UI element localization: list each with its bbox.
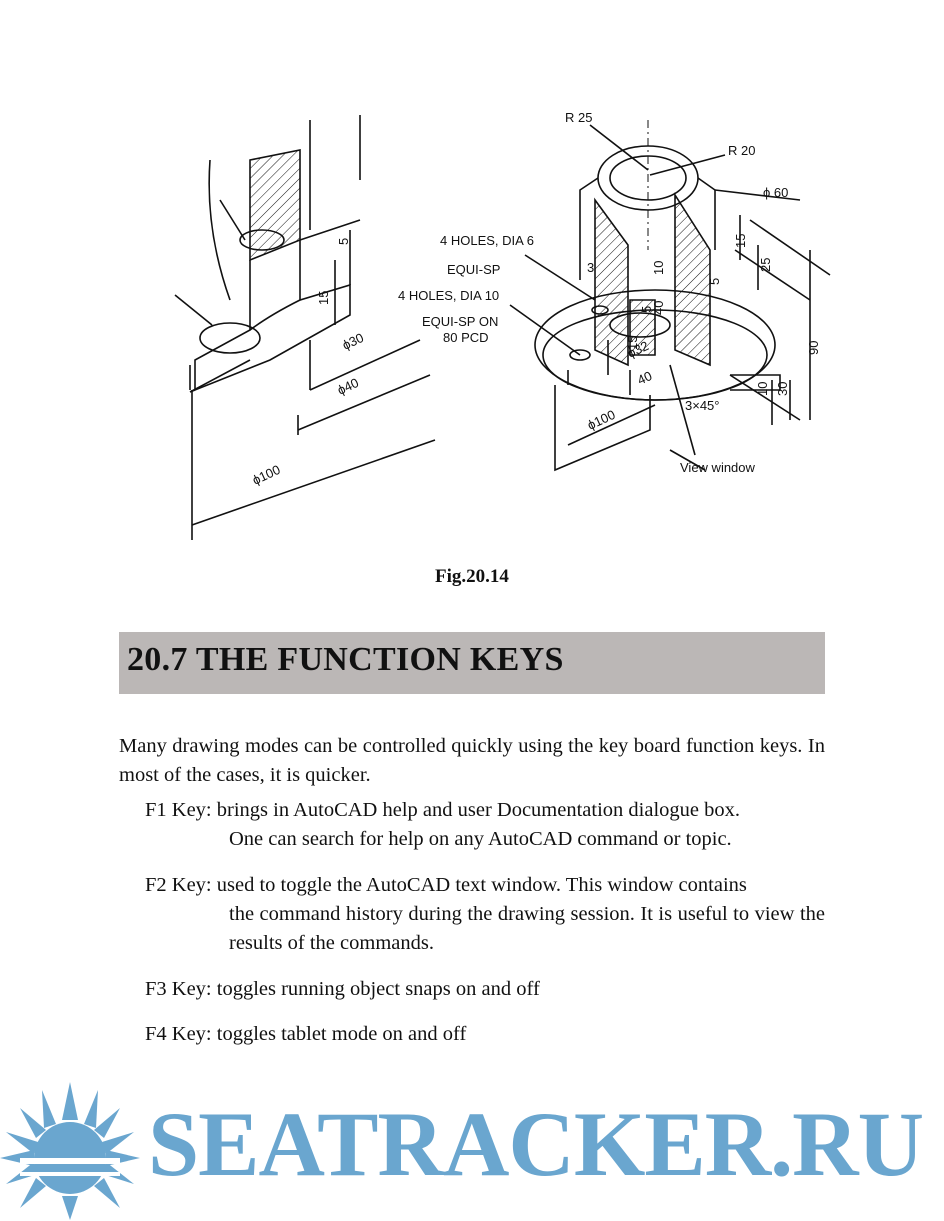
label-r25: R 25 <box>565 110 592 125</box>
label-equisp-on: EQUI-SP ON <box>422 314 498 329</box>
f2-key-desc-rest: the command history during the drawing s… <box>229 903 825 954</box>
f2-key-entry: F2 Key: used to toggle the AutoCAD text … <box>145 871 825 958</box>
left-dim-5: 5 <box>336 238 351 245</box>
left-dim-phi40: ϕ40 <box>335 375 361 398</box>
dim-5b: 5 <box>707 278 722 285</box>
f4-key-desc: toggles tablet mode on and off <box>216 1023 467 1045</box>
f2-key-desc-line1: used to toggle the AutoCAD text window. … <box>216 874 747 896</box>
left-dim-phi30: ϕ30 <box>340 330 366 353</box>
right-view-drawing <box>509 120 831 472</box>
label-view-window: View window <box>680 460 756 475</box>
left-dim-phi100: ϕ100 <box>250 462 283 488</box>
figure-caption: Fig.20.14 <box>435 566 509 587</box>
dim-90: 90 <box>806 341 821 355</box>
section-header-bar: 20.7 THE FUNCTION KEYS <box>119 632 825 694</box>
watermark-sun-logo <box>0 1082 140 1220</box>
f1-key-desc-rest: One can search for help on any AutoCAD c… <box>229 828 732 850</box>
dim-15a: 15 <box>625 336 640 350</box>
dim-10b: 10 <box>755 382 770 396</box>
dim-25: 25 <box>758 258 773 272</box>
label-holes6: 4 HOLES, DIA 6 <box>440 233 534 248</box>
watermark-text: SEATRACKER.RU <box>148 1093 924 1195</box>
f3-key-desc: toggles running object snaps on and off <box>216 978 540 1000</box>
dim-10a: 10 <box>651 261 666 275</box>
f4-key-label: F4 Key: <box>145 1023 212 1045</box>
dim-40b: 40 <box>635 368 654 388</box>
f1-key-desc-line1: brings in AutoCAD help and user Document… <box>216 799 740 821</box>
label-r20: R 20 <box>728 143 755 158</box>
dim-3: 3 <box>587 260 594 275</box>
f3-key-label: F3 Key: <box>145 978 212 1000</box>
dim-30: 30 <box>775 382 790 396</box>
f2-key-label: F2 Key: <box>145 874 212 896</box>
section-title: 20.7 THE FUNCTION KEYS <box>127 641 564 678</box>
label-phi60: ϕ 60 <box>763 185 788 200</box>
label-pcd: 80 PCD <box>443 330 489 345</box>
left-view-drawing <box>174 115 436 540</box>
f1-key-entry: F1 Key: brings in AutoCAD help and user … <box>145 796 825 854</box>
f4-key-entry: F4 Key: toggles tablet mode on and off <box>145 1020 825 1049</box>
f3-key-entry: F3 Key: toggles running object snaps on … <box>145 975 825 1004</box>
label-holes10: 4 HOLES, DIA 10 <box>398 288 499 303</box>
f1-key-label: F1 Key: <box>145 799 212 821</box>
label-equisp: EQUI-SP <box>447 262 500 277</box>
dim-5a: 5 <box>639 306 654 313</box>
figure-svg: 5 15 ϕ30 ϕ40 ϕ100 <box>174 110 831 540</box>
sun-icon <box>0 1082 140 1220</box>
intro-paragraph: Many drawing modes can be controlled qui… <box>119 735 825 786</box>
dim-chamfer: 3×45° <box>685 398 719 413</box>
left-dim-15: 15 <box>316 291 331 305</box>
dim-40a: 40 <box>651 301 666 315</box>
technical-figure: 5 15 ϕ30 ϕ40 ϕ100 <box>150 100 850 550</box>
dim-15b: 15 <box>733 234 748 248</box>
